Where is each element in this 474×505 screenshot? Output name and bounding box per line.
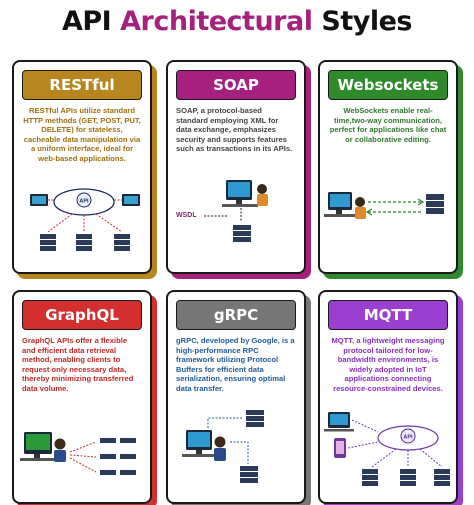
server-icon <box>240 410 264 483</box>
title-end: Styles <box>321 6 412 37</box>
api-hub-icon: API <box>377 425 439 451</box>
wsdl-label: WSDL <box>176 212 197 219</box>
title-main: API <box>62 6 112 37</box>
card-soap-description: SOAP, a protocol-based standard employin… <box>176 106 293 154</box>
card-websockets: Websockets WebSockets enable real-time,t… <box>318 60 458 274</box>
developer-workstation-icon <box>324 192 366 219</box>
soap-illustration <box>168 62 308 276</box>
graphql-illustration <box>14 292 154 505</box>
websockets-illustration <box>320 62 460 276</box>
server-icon <box>426 194 444 214</box>
card-grpc: gRPC gRPC, developed by Google, is a hig… <box>166 290 306 504</box>
api-hub-icon: API <box>53 188 115 216</box>
server-icon <box>233 225 251 242</box>
server-icon <box>362 469 450 486</box>
card-websockets-title: Websockets <box>328 70 448 100</box>
card-websockets-description: WebSockets enable real-time,two-way comm… <box>329 106 447 144</box>
mqtt-illustration: API <box>320 292 460 505</box>
card-graphql: GraphQL GraphQL APIs offer a flexible an… <box>12 290 152 504</box>
server-icon <box>100 438 136 475</box>
server-icon <box>40 234 130 251</box>
card-soap-title: SOAP <box>176 70 296 100</box>
card-restful-description: RESTful APIs utilize standard HTTP metho… <box>23 106 141 163</box>
restful-illustration: API <box>14 62 154 276</box>
card-mqtt-title: MQTT <box>328 300 448 330</box>
developer-workstation-icon <box>182 430 226 461</box>
svg-text:API: API <box>403 435 413 441</box>
developer-workstation-icon <box>222 180 268 207</box>
card-grpc-title: gRPC <box>176 300 296 330</box>
svg-text:API: API <box>79 199 89 205</box>
grpc-illustration <box>168 292 308 505</box>
title-accent: Architectural <box>120 6 313 37</box>
mobile-phone-icon <box>334 438 346 458</box>
card-graphql-title: GraphQL <box>22 300 142 330</box>
card-mqtt-description: MQTT, a lightweight messaging protocol t… <box>331 336 445 393</box>
card-grpc-description: gRPC, developed by Google, is a high-per… <box>176 336 295 393</box>
card-restful: RESTful RESTful APIs utilize standard HT… <box>12 60 152 274</box>
card-restful-title: RESTful <box>22 70 142 100</box>
page-title: API Architectural Styles <box>0 6 474 37</box>
developer-workstation-icon <box>20 432 66 462</box>
card-mqtt: MQTT MQTT, a lightweight messaging proto… <box>318 290 458 504</box>
card-soap: SOAP SOAP, a protocol-based standard emp… <box>166 60 306 274</box>
card-graphql-description: GraphQL APIs offer a flexible and effici… <box>22 336 134 393</box>
developer-workstation-icon <box>324 412 354 432</box>
